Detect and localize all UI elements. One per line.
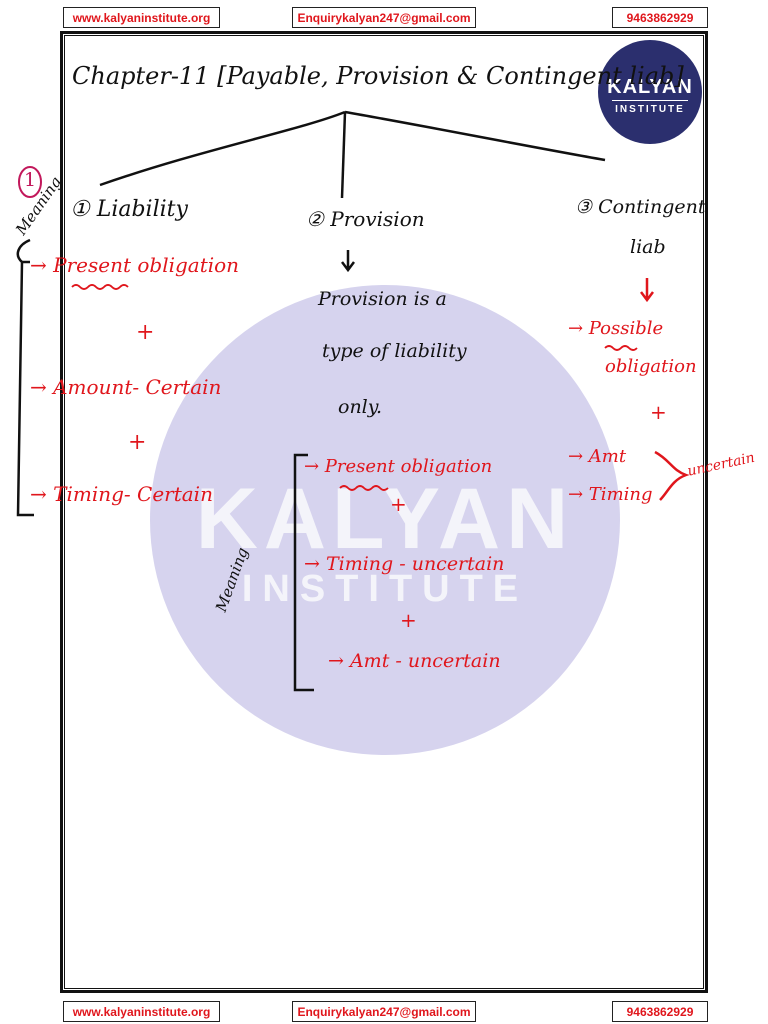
header-phone: 9463862929 (612, 7, 708, 28)
watermark-circle (150, 285, 620, 755)
footer-phone: 9463862929 (612, 1001, 708, 1022)
section-marker: 1 (24, 169, 37, 191)
logo-divider (612, 100, 688, 101)
col2-note-2: type of liability (322, 340, 467, 362)
footer-website-link[interactable]: www.kalyaninstitute.org (63, 1001, 220, 1022)
col3-item-3: → Timing (568, 484, 653, 505)
col2-item-2: → Timing - uncertain (304, 553, 505, 575)
chapter-title: Chapter-11 [Payable, Provision & Conting… (72, 62, 684, 90)
logo-title: KALYAN (607, 76, 693, 98)
watermark-subtitle: INSTITUTE (241, 568, 529, 610)
col1-plus-2: + (128, 430, 147, 455)
col2-plus-1: + (390, 492, 407, 516)
col2-note-1: Provision is a (318, 288, 447, 310)
kalyan-logo: KALYAN INSTITUTE (598, 40, 702, 144)
col3-plus: + (650, 400, 667, 424)
page-frame-inner (64, 35, 704, 989)
col2-note-3: only. (338, 396, 383, 418)
logo-subtitle: INSTITUTE (615, 104, 685, 115)
col2-plus-2: + (400, 608, 417, 632)
watermark-title: KALYAN (195, 471, 575, 567)
col1-plus-1: + (136, 320, 155, 345)
col1-heading: ① Liability (70, 197, 188, 222)
header-email-link[interactable]: Enquirykalyan247@gmail.com (292, 7, 476, 28)
col2-item-1: → Present obligation (304, 456, 493, 477)
col2-heading: ② Provision (306, 207, 425, 231)
col3-heading: ③ Contingent (575, 196, 706, 218)
col1-item-2: → Amount- Certain (30, 375, 222, 399)
col3-item-2: → Amt (568, 446, 627, 467)
col3-item-1: → Possible (568, 318, 664, 339)
page-frame (60, 31, 708, 993)
col3-heading-2: liab (630, 236, 666, 258)
col1-item-1: → Present obligation (30, 253, 240, 277)
header-website-link[interactable]: www.kalyaninstitute.org (63, 7, 220, 28)
col3-item-1-cont: obligation (605, 356, 697, 377)
footer-email-link[interactable]: Enquirykalyan247@gmail.com (292, 1001, 476, 1022)
col2-item-3: → Amt - uncertain (328, 650, 501, 672)
col1-item-3: → Timing- Certain (30, 482, 213, 506)
